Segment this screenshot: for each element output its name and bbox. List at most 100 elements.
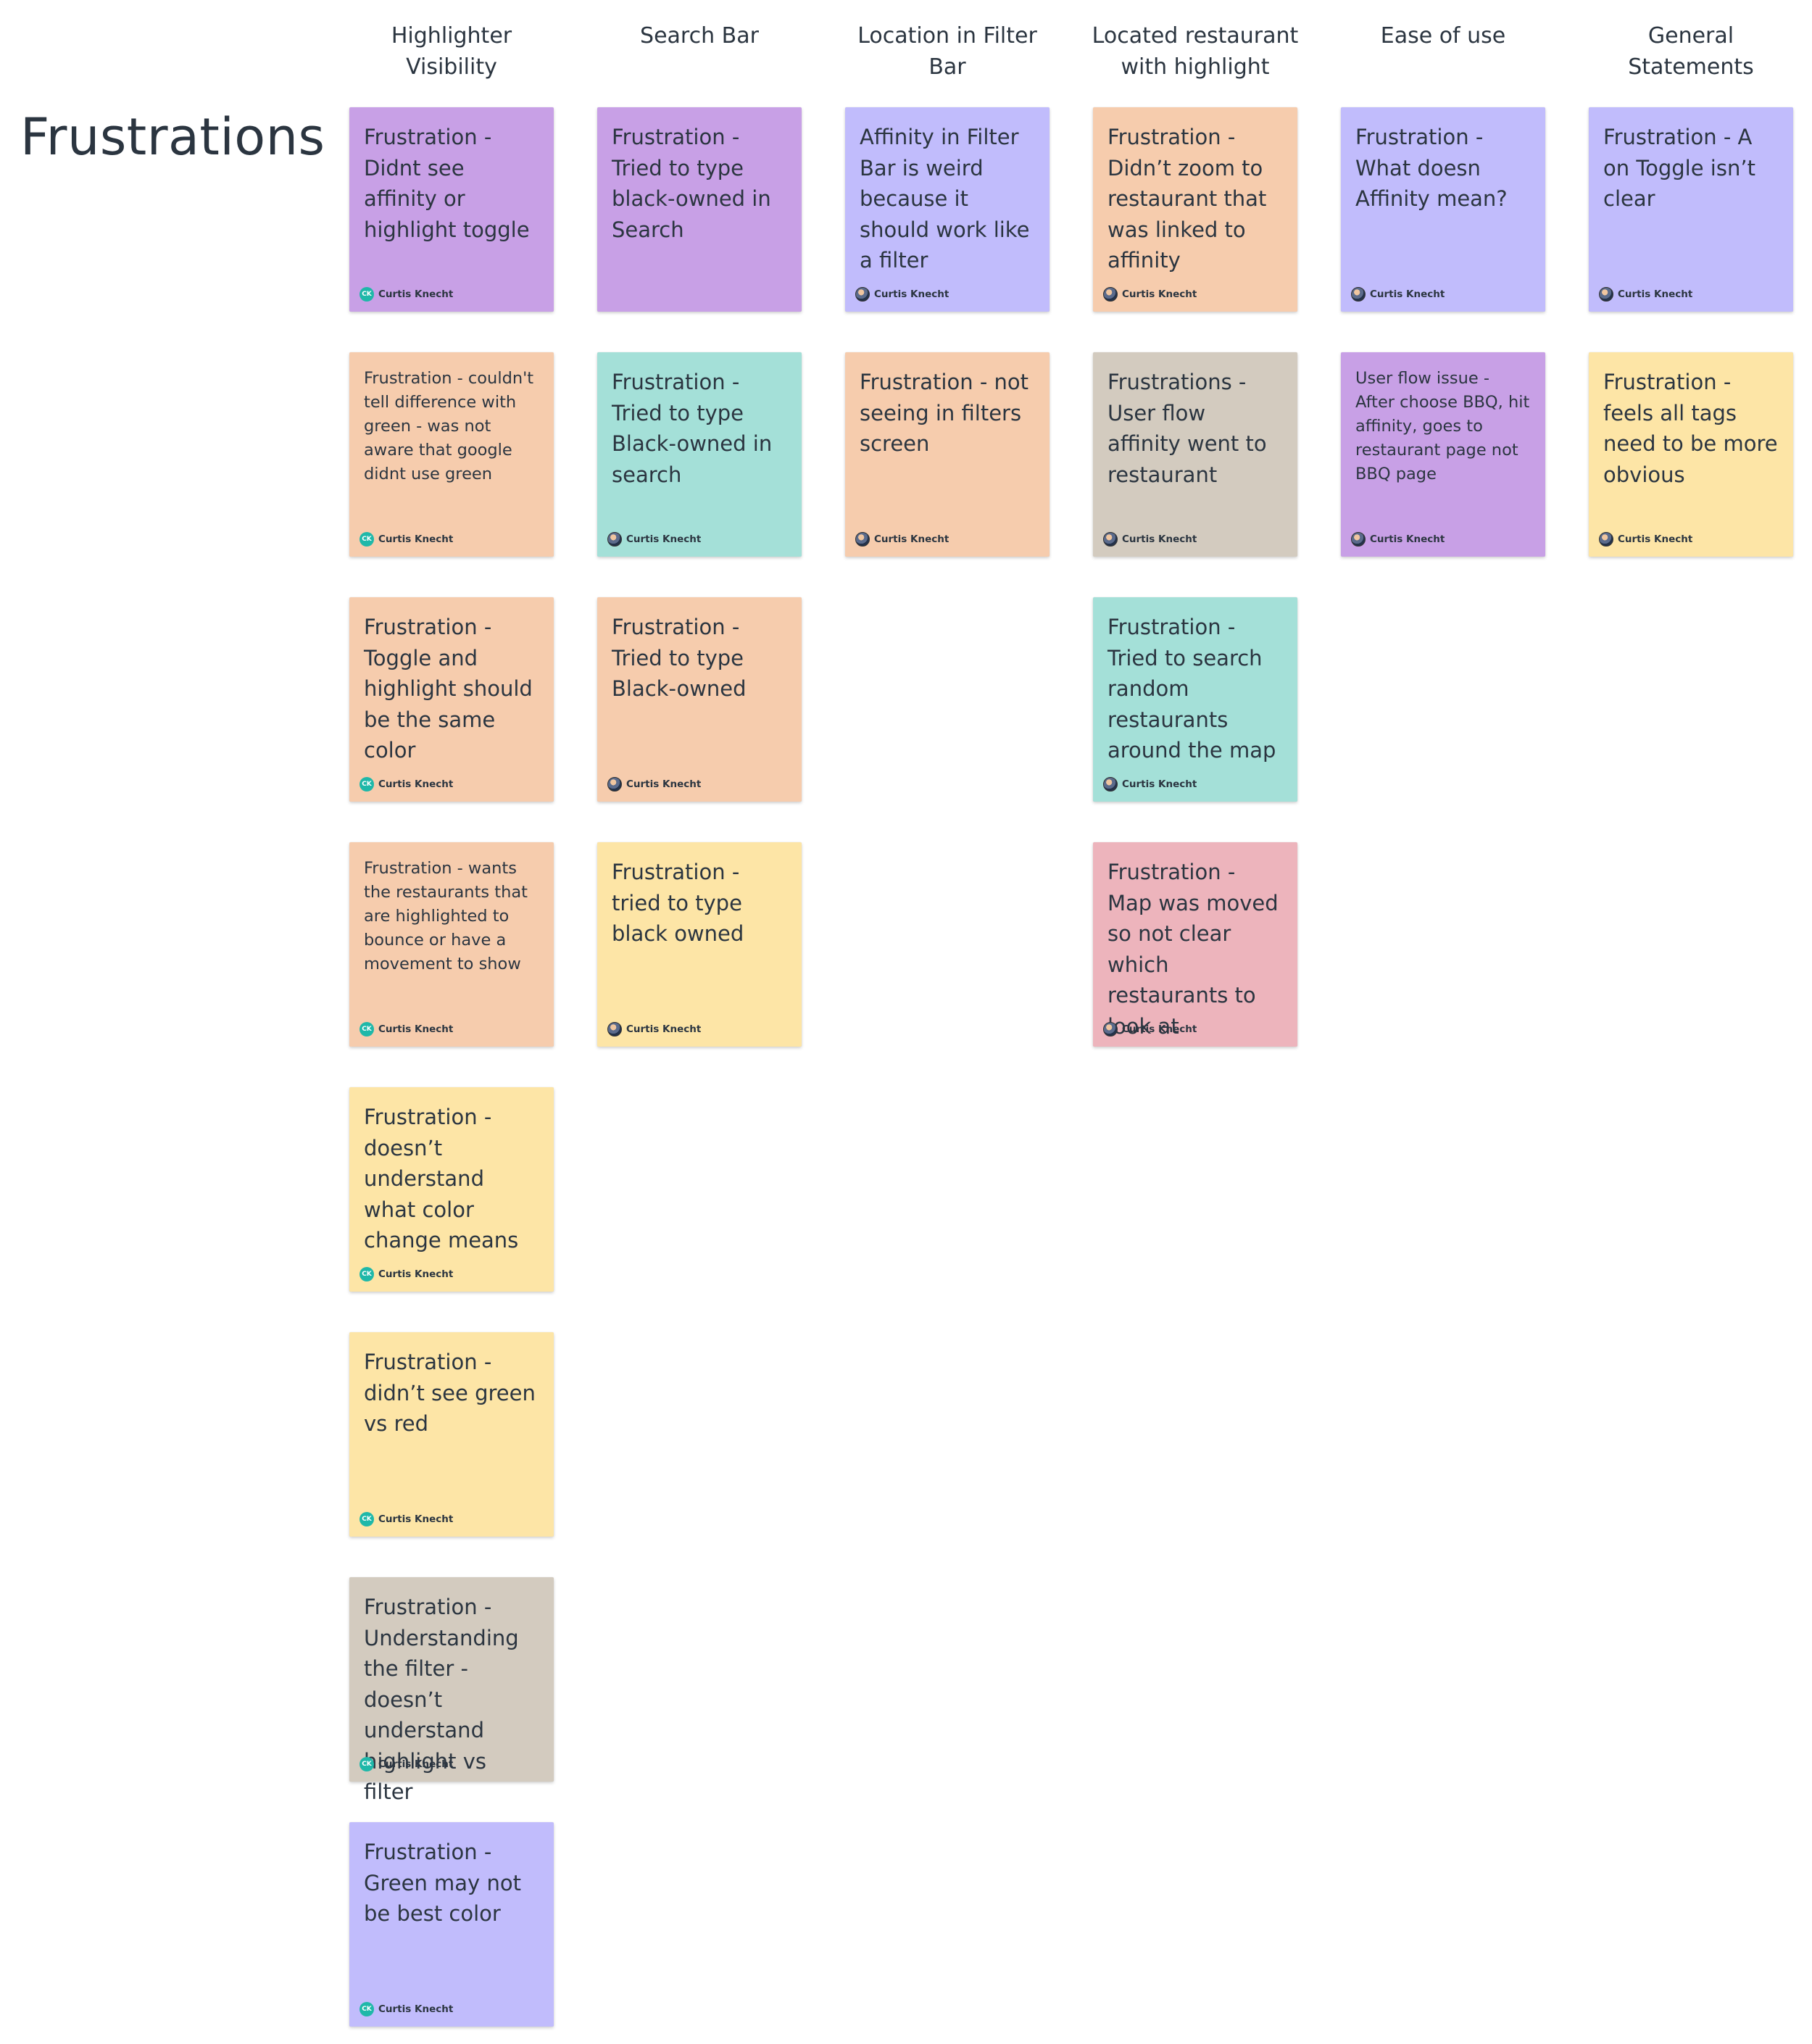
column-header: Ease of use — [1380, 23, 1506, 49]
author-name: Curtis Knecht — [378, 778, 454, 790]
sticky-note-text: Frustration - Tried to type Black-owned … — [612, 370, 773, 487]
author-name: Curtis Knecht — [1618, 288, 1693, 300]
sticky-note-text: Frustration - Green may not be best colo… — [364, 1840, 521, 1926]
sticky-note[interactable]: Frustration - Tried to search random res… — [1093, 597, 1297, 802]
avatar-photo-icon — [1599, 287, 1613, 302]
sticky-note[interactable]: Frustration - Tried to type Black-owned … — [597, 352, 802, 557]
author-name: Curtis Knecht — [1122, 778, 1197, 790]
sticky-note[interactable]: Frustration - What doesn Affinity mean? C… — [1341, 107, 1545, 312]
sticky-note-text: Frustration - wants the restaurants that… — [364, 859, 528, 973]
sticky-note[interactable]: Frustration - not seeing in filters scre… — [845, 352, 1050, 557]
author-name: Curtis Knecht — [378, 1758, 454, 1770]
avatar-photo-icon — [1351, 532, 1366, 547]
sticky-note-text: Frustrations - User flow affinity went t… — [1107, 370, 1267, 487]
sticky-note[interactable]: Frustration - Didn’t zoom to restaurant … — [1093, 107, 1297, 312]
column-header: Highlighter Visibility — [391, 23, 512, 80]
sticky-note[interactable]: Frustration - Understanding the filter -… — [349, 1577, 554, 1804]
avatar-photo-icon — [1351, 287, 1366, 302]
author-name: Curtis Knecht — [378, 288, 454, 300]
avatar-photo-icon — [855, 287, 870, 302]
author-name: Curtis Knecht — [1122, 1023, 1197, 1035]
column-header: General Statements — [1628, 23, 1754, 80]
note-author: Curtis Knecht — [1103, 532, 1197, 547]
avatar-initials-icon: CK — [360, 532, 374, 547]
author-name: Curtis Knecht — [378, 1023, 454, 1035]
sticky-note-text: Frustration - Didnt see affinity or high… — [364, 125, 530, 242]
avatar-initials-icon: CK — [360, 777, 374, 792]
avatar-initials-icon: CK — [360, 1267, 374, 1281]
sticky-note-text: User flow issue - After choose BBQ, hit … — [1355, 369, 1530, 483]
sticky-note-text: Frustration - tried to type black owned — [612, 860, 744, 946]
sticky-note[interactable]: Frustration - Didnt see affinity or high… — [349, 107, 554, 312]
sticky-note-text: Frustration - couldn't tell difference w… — [364, 369, 534, 483]
author-name: Curtis Knecht — [626, 778, 702, 790]
sticky-note-text: Frustration - didn’t see green vs red — [364, 1350, 536, 1436]
sticky-note[interactable]: Frustration - couldn't tell difference w… — [349, 352, 554, 557]
sticky-note-text: Frustration - doesn’t understand what co… — [364, 1105, 519, 1252]
note-author: Curtis Knecht — [1103, 777, 1197, 792]
avatar-initials-icon: CK — [360, 1512, 374, 1526]
sticky-note-text: Frustration - What doesn Affinity mean? — [1355, 125, 1508, 211]
avatar-initials-icon: CK — [360, 287, 374, 302]
sticky-note[interactable]: Frustration - feels all tags need to be … — [1589, 352, 1793, 557]
author-name: Curtis Knecht — [378, 2003, 454, 2015]
note-author: CK Curtis Knecht — [360, 287, 453, 302]
note-author: CK Curtis Knecht — [360, 532, 453, 547]
column-header: Located restaurant with highlight — [1092, 23, 1299, 80]
avatar-photo-icon — [855, 532, 870, 547]
avatar-photo-icon — [607, 532, 622, 547]
note-author: Curtis Knecht — [607, 1022, 701, 1036]
note-author: Curtis Knecht — [1599, 532, 1692, 547]
author-name: Curtis Knecht — [378, 533, 454, 545]
author-name: Curtis Knecht — [874, 533, 949, 545]
sticky-note-text: Frustration - feels all tags need to be … — [1603, 370, 1778, 487]
author-name: Curtis Knecht — [1618, 533, 1693, 545]
note-author: CK Curtis Knecht — [360, 1757, 453, 1771]
author-name: Curtis Knecht — [1370, 288, 1445, 300]
note-author: Curtis Knecht — [607, 532, 701, 547]
author-name: Curtis Knecht — [626, 533, 702, 545]
sticky-note[interactable]: Frustration - Tried to type black-owned … — [597, 107, 802, 312]
sticky-note-text: Frustration - Toggle and highlight shoul… — [364, 615, 533, 763]
note-author: CK Curtis Knecht — [360, 1512, 453, 1526]
avatar-initials-icon: CK — [360, 1022, 374, 1036]
sticky-note-text: Frustration - A on Toggle isn’t clear — [1603, 125, 1755, 211]
avatar-photo-icon — [607, 1022, 622, 1036]
note-author: Curtis Knecht — [1103, 287, 1197, 302]
sticky-note-text: Frustration - Tried to search random res… — [1107, 615, 1276, 763]
column-header: Search Bar — [640, 23, 759, 49]
sticky-note-text: Affinity in Filter Bar is weird because … — [860, 125, 1030, 273]
sticky-note-text: Frustration - not seeing in filters scre… — [860, 370, 1028, 456]
author-name: Curtis Knecht — [378, 1513, 454, 1525]
board-title: Frustrations — [20, 107, 325, 167]
note-author: CK Curtis Knecht — [360, 777, 453, 792]
sticky-note-text: Frustration - Tried to type black-owned … — [612, 125, 771, 242]
sticky-note[interactable]: Frustration - wants the restaurants that… — [349, 842, 554, 1047]
avatar-photo-icon — [1599, 532, 1613, 547]
sticky-note[interactable]: Frustration - Toggle and highlight shoul… — [349, 597, 554, 802]
sticky-note[interactable]: Frustration - doesn’t understand what co… — [349, 1087, 554, 1292]
author-name: Curtis Knecht — [1122, 533, 1197, 545]
sticky-note-text: Frustration - Tried to type Black-owned — [612, 615, 747, 701]
avatar-initials-icon: CK — [360, 2002, 374, 2016]
note-author: Curtis Knecht — [1599, 287, 1692, 302]
sticky-note[interactable]: Frustration - Green may not be best colo… — [349, 1822, 554, 2027]
sticky-note[interactable]: Frustrations - User flow affinity went t… — [1093, 352, 1297, 557]
sticky-note[interactable]: Frustration - Map was moved so not clear… — [1093, 842, 1297, 1047]
avatar-initials-icon: CK — [360, 1757, 374, 1771]
avatar-photo-icon — [1103, 1022, 1118, 1036]
avatar-photo-icon — [1103, 532, 1118, 547]
note-author: Curtis Knecht — [607, 777, 701, 792]
sticky-note-text: Frustration - Map was moved so not clear… — [1107, 860, 1279, 1039]
note-author: Curtis Knecht — [855, 532, 949, 547]
sticky-note[interactable]: Affinity in Filter Bar is weird because … — [845, 107, 1050, 312]
note-author: Curtis Knecht — [1103, 1022, 1197, 1036]
sticky-note[interactable]: User flow issue - After choose BBQ, hit … — [1341, 352, 1545, 557]
author-name: Curtis Knecht — [626, 1023, 702, 1035]
note-author: CK Curtis Knecht — [360, 1022, 453, 1036]
